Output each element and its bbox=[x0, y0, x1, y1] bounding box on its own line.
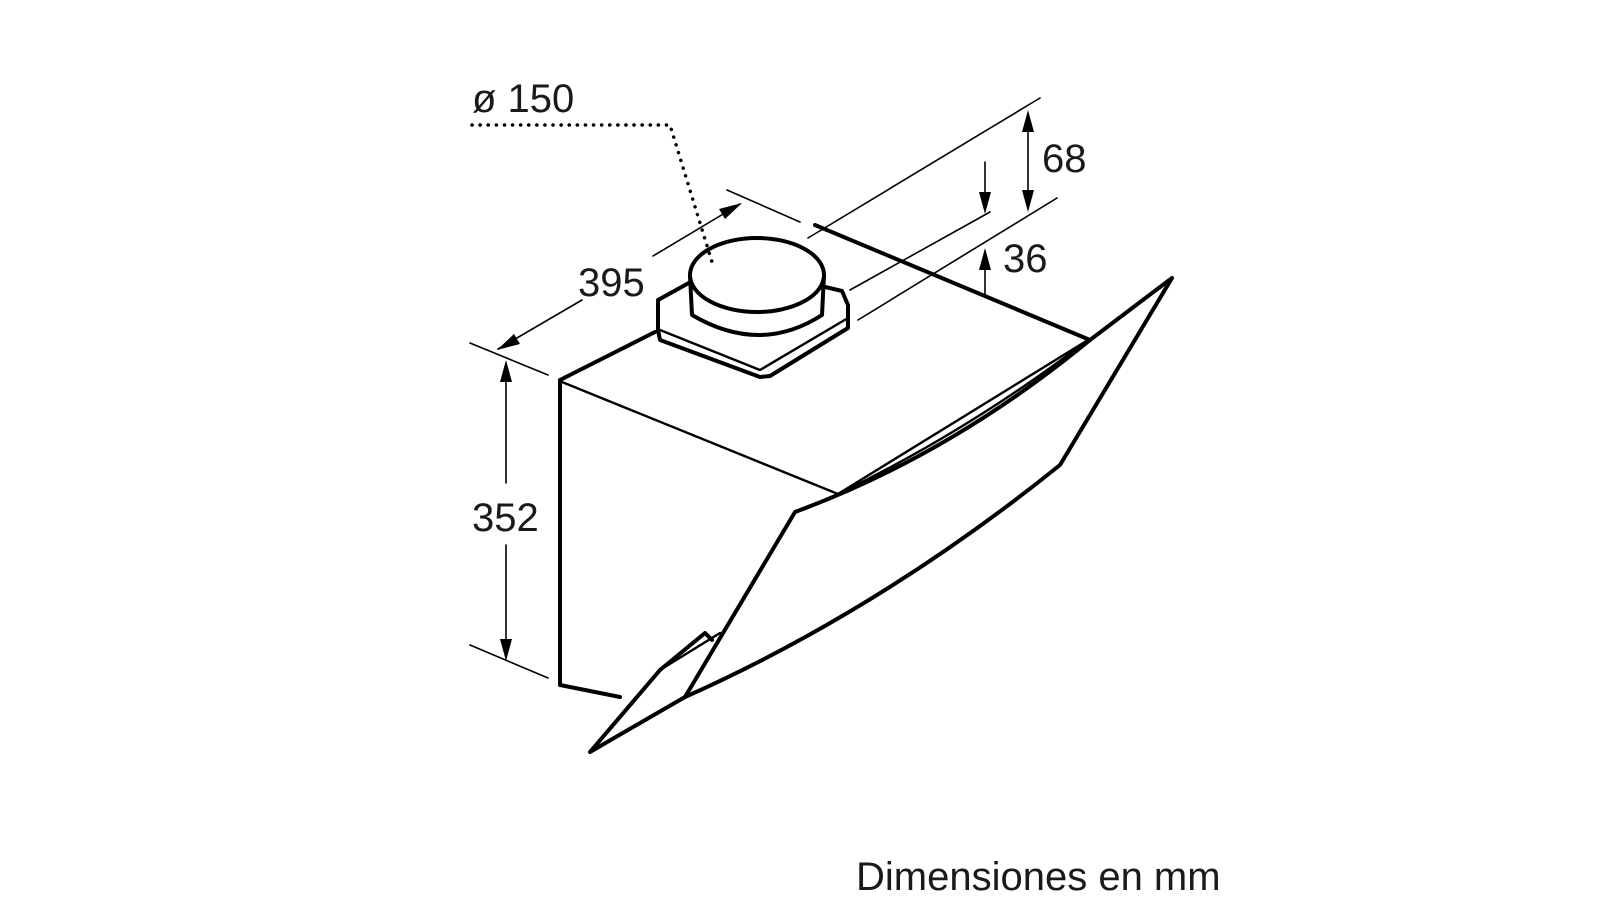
diameter-label: ø 150 bbox=[472, 77, 574, 121]
hood-inner-rear bbox=[836, 338, 1090, 496]
hood-body bbox=[558, 223, 1092, 699]
outlet-base-plate-top bbox=[658, 316, 850, 372]
hood-inner-edge bbox=[560, 380, 840, 496]
chimney-height-label: 68 bbox=[1042, 137, 1087, 181]
depth-arrow-start bbox=[497, 334, 520, 350]
height-label: 352 bbox=[472, 496, 539, 540]
dimension-height bbox=[469, 360, 549, 679]
depth-arrow-end bbox=[719, 203, 742, 219]
offset-label: 36 bbox=[1003, 237, 1048, 281]
dimension-chimney bbox=[807, 97, 1058, 321]
glass-panel-top-curve bbox=[836, 338, 1090, 496]
glass-panel bbox=[588, 276, 1174, 754]
diameter-leader bbox=[470, 123, 714, 264]
depth-label: 395 bbox=[578, 261, 645, 305]
hood-top-left-edge bbox=[558, 330, 657, 382]
chimney-arrow-top bbox=[1022, 110, 1034, 132]
units-caption: Dimensiones en mm bbox=[856, 855, 1221, 899]
outlet-cylinder-top bbox=[688, 236, 826, 314]
hood-front-face bbox=[558, 378, 622, 699]
offset-arrow-bottom bbox=[979, 248, 991, 270]
chimney-arrow-bottom bbox=[1022, 190, 1034, 212]
offset-arrow-top bbox=[979, 192, 991, 214]
dimension-depth bbox=[469, 189, 801, 376]
glass-lower-lip-inner bbox=[658, 631, 722, 672]
glass-panel-outline bbox=[683, 276, 1174, 699]
height-arrow-bottom bbox=[500, 639, 512, 661]
hood-top-rear-edge bbox=[813, 223, 1092, 342]
outlet-collar bbox=[656, 236, 850, 379]
height-arrow-top bbox=[500, 360, 512, 382]
